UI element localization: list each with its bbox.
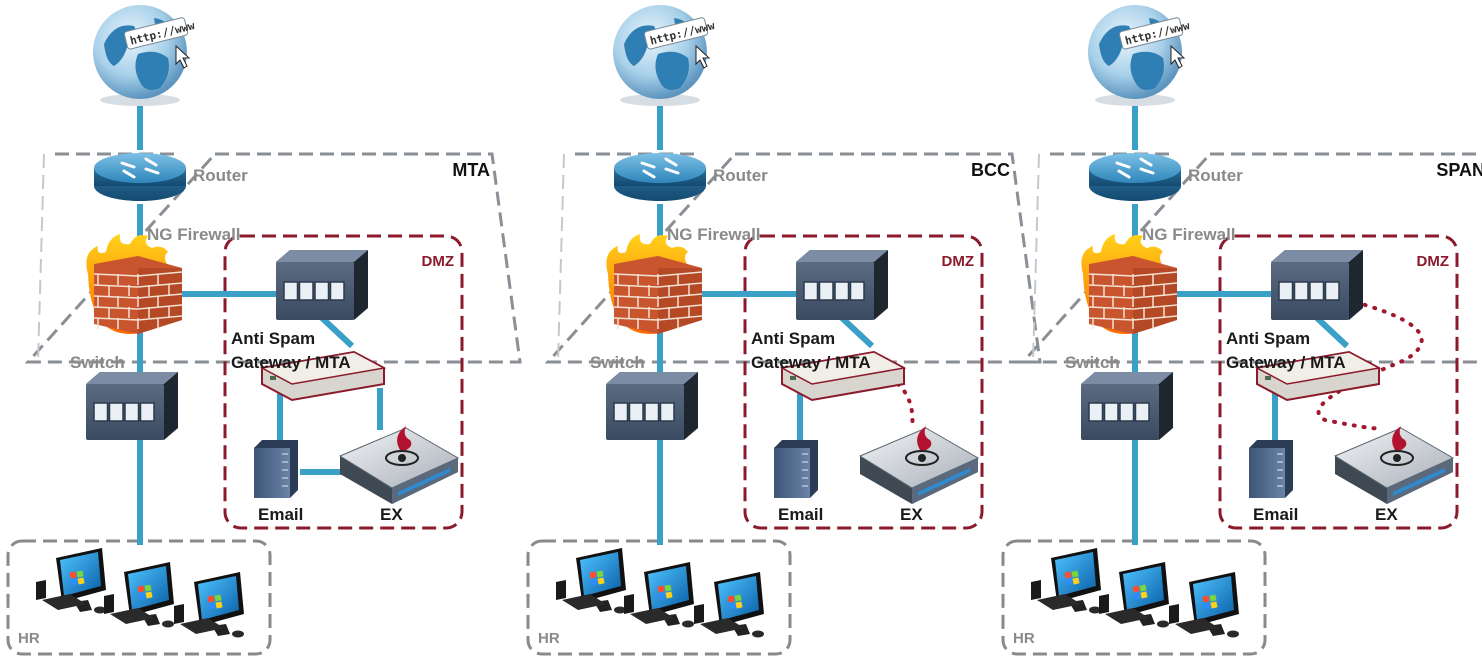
firewall-icon <box>606 234 703 334</box>
dmz-zone <box>1218 234 1459 530</box>
hr-label: HR <box>18 630 40 647</box>
globe-icon: http://www <box>93 5 196 106</box>
firewall-icon <box>1081 234 1178 334</box>
mode-label: BCC <box>971 160 1010 180</box>
dmz-label: DMZ <box>422 253 455 270</box>
dmz-label: DMZ <box>1417 253 1450 270</box>
switch-icon <box>86 372 178 440</box>
router-label: Router <box>193 166 248 185</box>
gateway-label-line2: Gateway / MTA <box>751 353 871 372</box>
router-icon <box>614 153 706 201</box>
link-dmzswitch-gateway <box>319 315 355 349</box>
email-label: Email <box>1253 505 1298 524</box>
workstation-1 <box>36 548 106 614</box>
router-label: Router <box>1188 166 1243 185</box>
ex-label: EX <box>1375 505 1398 524</box>
dmz-switch-icon <box>276 250 368 320</box>
email-label: Email <box>778 505 823 524</box>
workstation-2 <box>624 562 694 628</box>
firewall-label: NG Firewall <box>667 225 761 244</box>
globe-icon: http://www <box>1088 5 1191 106</box>
workstation-3 <box>1169 572 1239 638</box>
hr-label: HR <box>1013 630 1035 647</box>
gateway-label-line1: Anti Spam <box>231 329 315 348</box>
switch-icon <box>606 372 698 440</box>
dmz-zone <box>223 234 464 530</box>
link-dmzswitch-gateway <box>1314 315 1350 349</box>
perimeter-outline-inner <box>1032 153 1040 363</box>
gateway-label-line2: Gateway / MTA <box>231 353 351 372</box>
link-dmzswitch-gateway <box>839 315 875 349</box>
ex-appliance-icon <box>338 426 460 504</box>
gateway-appliance-icon <box>259 350 387 402</box>
workstation-1 <box>1031 548 1101 614</box>
ex-appliance-icon <box>858 426 980 504</box>
perimeter-outline-inner <box>557 153 565 363</box>
gateway-label-line1: Anti Spam <box>751 329 835 348</box>
switch-label: Switch <box>70 353 125 372</box>
switch-label: Switch <box>590 353 645 372</box>
dmz-label: DMZ <box>942 253 975 270</box>
router-icon <box>1089 153 1181 201</box>
mode-label: MTA <box>452 160 490 180</box>
workstation-3 <box>174 572 244 638</box>
workstation-3 <box>694 572 764 638</box>
mode-label: SPAN <box>1436 160 1482 180</box>
hr-label: HR <box>538 630 560 647</box>
workstation-1 <box>556 548 626 614</box>
firewall-icon <box>86 234 183 334</box>
gateway-appliance-icon <box>1254 350 1382 402</box>
firewall-label: NG Firewall <box>1142 225 1236 244</box>
email-server-icon <box>774 440 818 498</box>
email-label: Email <box>258 505 303 524</box>
router-icon <box>94 153 186 201</box>
switch-label: Switch <box>1065 353 1120 372</box>
workstation-2 <box>1099 562 1169 628</box>
firewall-label: NG Firewall <box>147 225 241 244</box>
email-server-icon <box>1249 440 1293 498</box>
workstation-2 <box>104 562 174 628</box>
dmz-switch-icon <box>1271 250 1363 320</box>
gateway-label-line2: Gateway / MTA <box>1226 353 1346 372</box>
perimeter-outline-inner <box>37 153 45 363</box>
router-label: Router <box>713 166 768 185</box>
ex-label: EX <box>900 505 923 524</box>
gateway-label-line1: Anti Spam <box>1226 329 1310 348</box>
ex-label: EX <box>380 505 403 524</box>
email-server-icon <box>254 440 298 498</box>
dmz-switch-icon <box>796 250 888 320</box>
ex-appliance-icon <box>1333 426 1455 504</box>
dmz-zone <box>743 234 984 530</box>
gateway-appliance-icon <box>779 350 907 402</box>
switch-icon <box>1081 372 1173 440</box>
globe-icon: http://www <box>613 5 716 106</box>
mirror-link-bcc <box>896 382 915 430</box>
